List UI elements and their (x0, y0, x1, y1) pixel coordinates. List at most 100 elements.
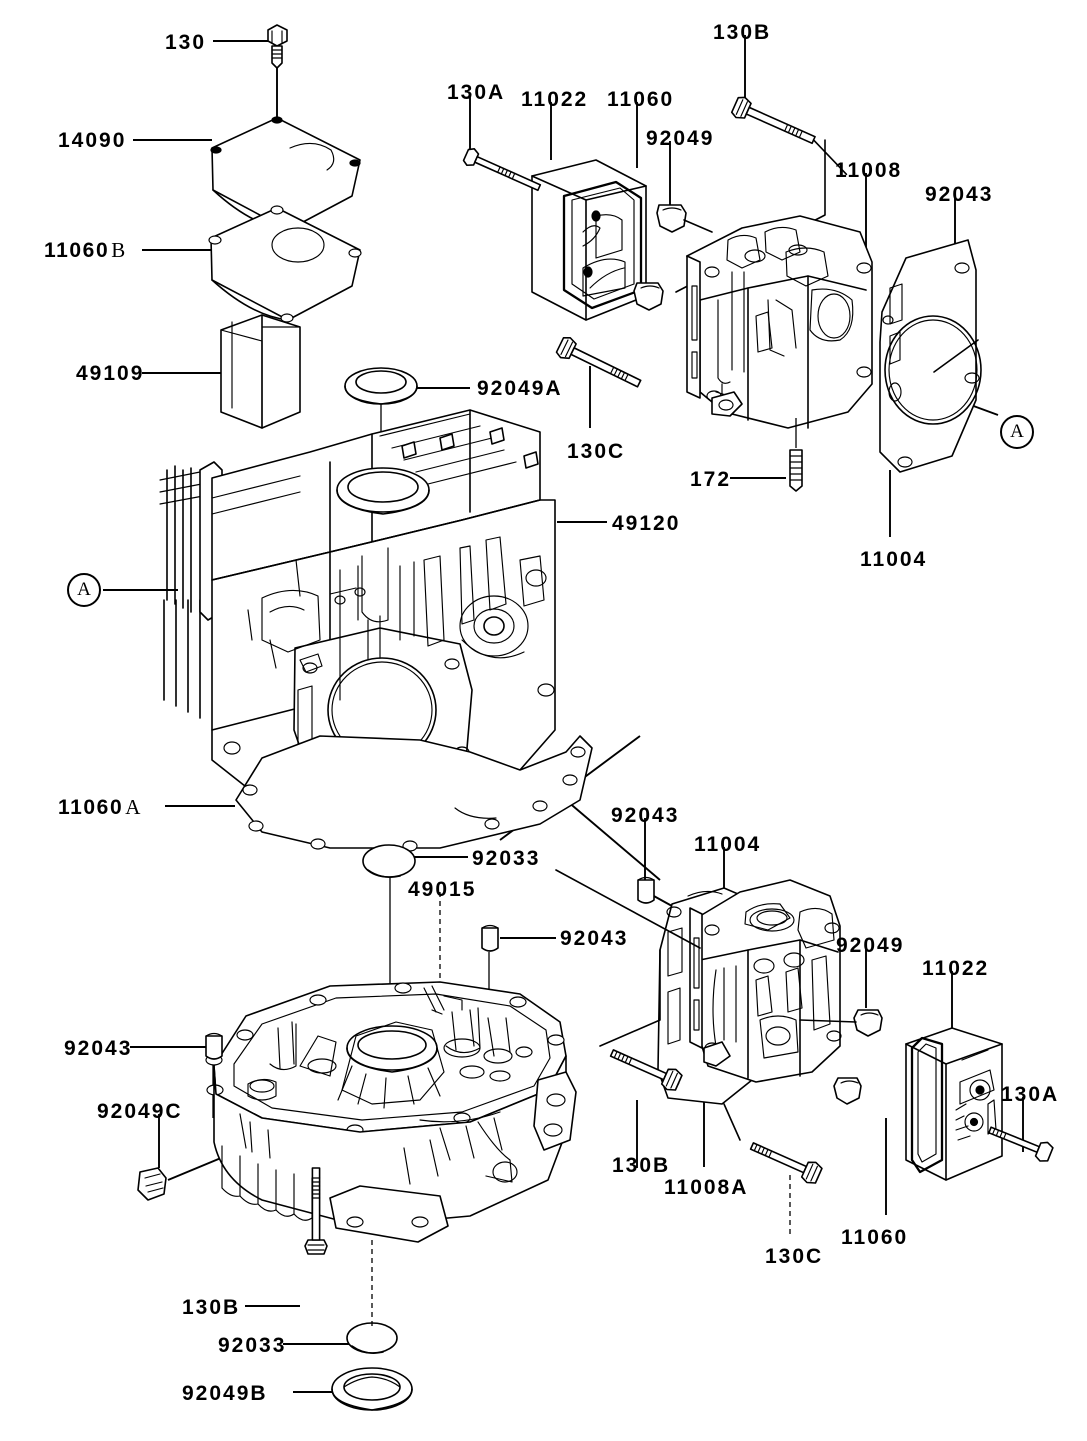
part-label-92049b: 92049B (182, 1383, 268, 1404)
part-130A-bolt-top (462, 148, 542, 192)
part-label-11008: 11008 (835, 160, 902, 181)
part-number-suffix: B (111, 238, 126, 262)
part-11008A-cylinder-head (689, 879, 842, 1083)
part-label-92033: 92033 (218, 1335, 286, 1356)
part-number-text: 92043 (925, 183, 994, 206)
part-label-130: 130 (165, 32, 206, 53)
part-92049A-oil-seal (344, 367, 418, 405)
part-label-130c: 130C (567, 441, 625, 462)
ref-a-right: A (1000, 415, 1034, 449)
part-number-text: 92049C (97, 1100, 183, 1123)
part-92049C-seal (137, 1167, 167, 1201)
part-130B-bolt-lower (304, 1167, 328, 1255)
part-label-11022: 11022 (521, 89, 588, 110)
part-number-text: 92043 (560, 927, 629, 950)
part-number-text: 11008 (835, 159, 903, 182)
part-92043-dowel-left (205, 1032, 223, 1060)
part-11022-breather-cover-bottom (905, 1027, 1003, 1181)
part-49109-breather-element (220, 314, 301, 429)
part-number-text: 172 (690, 468, 732, 491)
part-label-172: 172 (690, 469, 731, 490)
part-92049B-oil-seal (331, 1367, 413, 1411)
part-number-text: 11060 (607, 88, 675, 111)
part-11060A-crankcase-gasket (235, 735, 593, 852)
part-label-130b: 130B (182, 1297, 240, 1318)
part-11022-breather-cover-top (531, 159, 647, 321)
part-number-text: 92049 (836, 934, 905, 957)
part-130C-bolt-bottom (749, 1142, 823, 1184)
part-label-130a: 130A (1001, 1084, 1059, 1105)
part-label-92043: 92043 (64, 1038, 132, 1059)
part-label-14090: 14090 (58, 130, 126, 151)
part-label-92049: 92049 (646, 128, 714, 149)
part-number-text: 11060 (58, 796, 124, 819)
part-label-11008a: 11008A (664, 1177, 748, 1198)
part-label-11060a: 11060A (58, 795, 141, 819)
part-label-130b: 130B (713, 22, 771, 43)
part-label-11004: 11004 (860, 549, 927, 570)
part-92049-seal-bottom (853, 1009, 883, 1037)
part-number-text: 92049B (182, 1382, 268, 1405)
part-label-49120: 49120 (612, 513, 680, 534)
part-label-11060: 11060 (841, 1227, 908, 1248)
part-number-text: 130A (1001, 1083, 1060, 1106)
part-92043-dowel-mid2 (481, 924, 499, 952)
part-label-11022: 11022 (922, 958, 989, 979)
part-number-text: 11060 (841, 1226, 909, 1249)
part-130C-bolt-top (555, 336, 642, 388)
part-number-text: 92033 (218, 1334, 287, 1357)
part-92049-seal-top (656, 204, 687, 233)
part-130B-bolt-bottom (609, 1049, 683, 1091)
part-number-text: 92049 (646, 127, 715, 150)
part-49015-crankcase-cover (205, 981, 577, 1243)
part-label-11060b: 11060B (44, 238, 126, 262)
part-label-92043: 92043 (925, 184, 993, 205)
part-label-130c: 130C (765, 1246, 823, 1267)
part-label-92043: 92043 (611, 805, 679, 826)
part-number-text: 130C (765, 1245, 824, 1268)
part-label-92049c: 92049C (97, 1101, 183, 1122)
part-130A-bolt-bottom (988, 1126, 1054, 1162)
part-number-text: 130 (165, 31, 207, 54)
part-number-text: 92043 (611, 804, 680, 827)
part-label-49015: 49015 (408, 879, 476, 900)
part-130-bolt (267, 24, 288, 69)
part-number-text: 130B (612, 1154, 671, 1177)
part-number-text: 11022 (922, 957, 990, 980)
part-11004-head-gasket (879, 239, 982, 473)
part-11060B-gasket (208, 205, 362, 323)
part-label-92033: 92033 (472, 848, 540, 869)
part-number-text: 130B (713, 21, 772, 44)
part-number-text: 130C (567, 440, 626, 463)
part-number-text: 92043 (64, 1037, 133, 1060)
part-11008-cylinder-head (686, 215, 873, 429)
part-130B-bolt-top (730, 96, 848, 176)
part-number-text: 130B (182, 1296, 241, 1319)
part-label-130a: 130A (447, 82, 505, 103)
part-number-suffix: A (125, 795, 141, 819)
part-label-49109: 49109 (76, 363, 144, 384)
part-number-text: 49015 (408, 878, 477, 901)
part-92043-dowel-mid (637, 876, 655, 904)
part-label-11004: 11004 (694, 834, 761, 855)
ref-a-left: A (67, 573, 101, 607)
part-number-text: 49120 (612, 512, 681, 535)
part-number-text: 11004 (860, 548, 928, 571)
part-number-text: 11060 (44, 239, 110, 262)
part-label-130b: 130B (612, 1155, 670, 1176)
part-172-stud (789, 449, 803, 492)
part-label-92043: 92043 (560, 928, 628, 949)
part-number-text: 14090 (58, 129, 127, 152)
part-number-text: 11004 (694, 833, 762, 856)
part-label-11060: 11060 (607, 89, 674, 110)
part-number-text: 11022 (521, 88, 589, 111)
part-92033-snapring-lower (346, 1322, 398, 1354)
part-number-text: 49109 (76, 362, 145, 385)
part-92049-seal-bottom2 (833, 1077, 862, 1105)
part-label-92049a: 92049A (477, 378, 563, 399)
part-92033-snapring-upper (362, 844, 416, 878)
part-number-text: 11008A (664, 1176, 749, 1199)
part-11060-seal-top (633, 282, 664, 311)
